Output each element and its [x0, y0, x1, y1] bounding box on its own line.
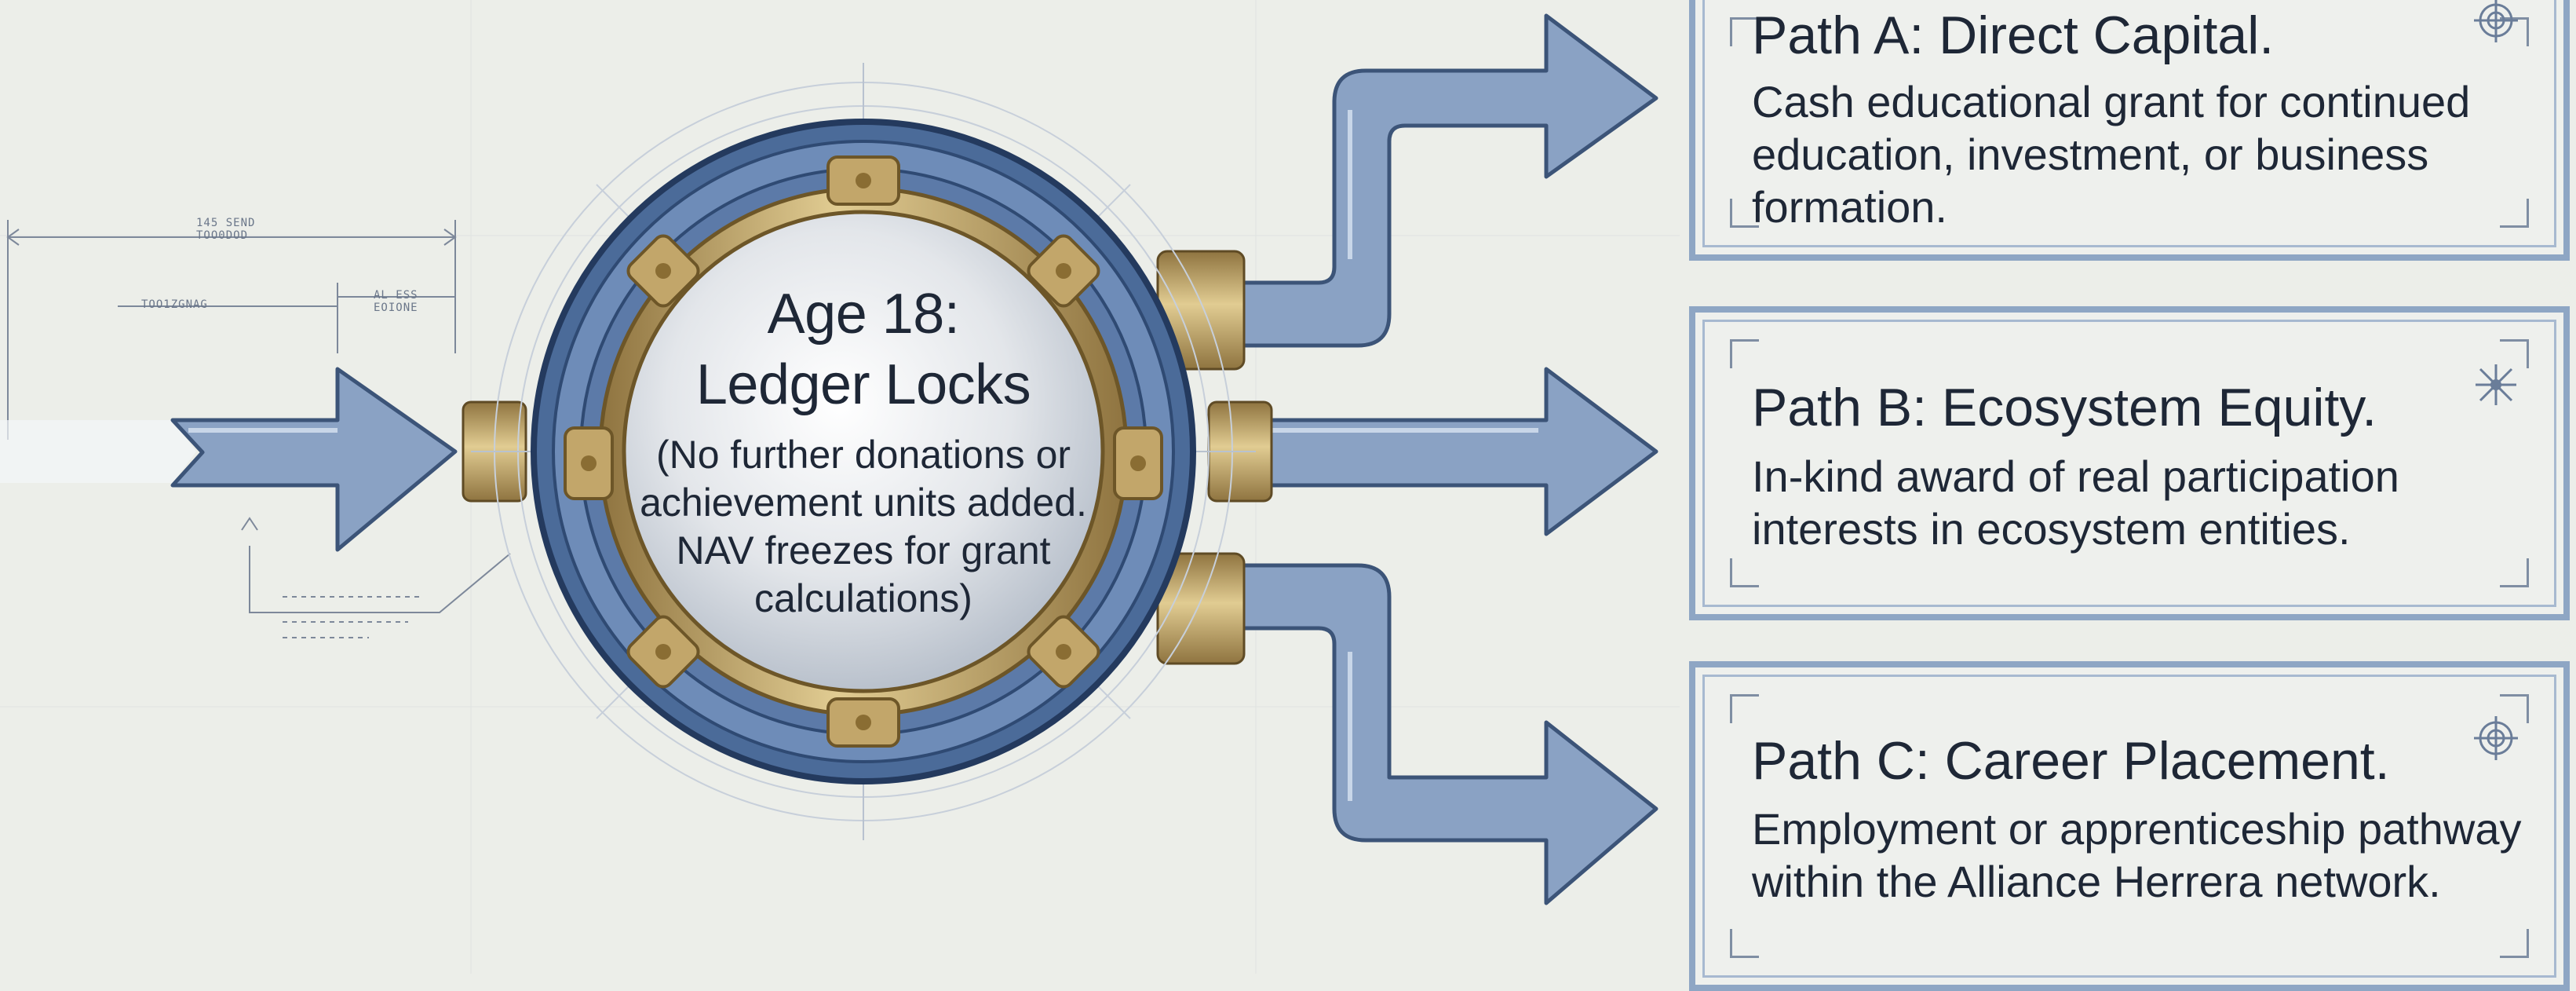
path-c-title: Path C: Career Placement.: [1752, 731, 2390, 791]
dimension-label-right: AL ESS EOIONE: [374, 289, 418, 314]
dimension-label-top: 145 SEND TOO0DOD: [196, 217, 256, 242]
path-a-body: Cash educational grant for continued edu…: [1752, 77, 2471, 232]
hub-title: Age 18: Ledger Locks: [695, 283, 1031, 416]
path-b-title: Path B: Ecosystem Equity.: [1752, 378, 2377, 437]
input-arrow: [0, 367, 458, 552]
path-card-b: Path B: Ecosystem Equity. In-kind award …: [1689, 306, 2570, 620]
path-b-body: In-kind award of real participation inte…: [1752, 452, 2399, 554]
crosshair-target-icon: [2474, 0, 2518, 42]
path-card-c: Path C: Career Placement. Employment or …: [1689, 661, 2570, 991]
hub-subtitle: (No further donations or achievement uni…: [640, 433, 1087, 620]
dimension-lines: [6, 220, 511, 638]
ledger-lock-hub: [471, 63, 1256, 840]
pipe-to-path-c: [1238, 563, 1658, 905]
path-c-body: Employment or apprenticeship pathway wit…: [1752, 804, 2522, 906]
crosshair-target-icon: [2474, 716, 2518, 760]
hub-label: Age 18: Ledger Locks (No further donatio…: [597, 279, 1130, 623]
path-card-a: Path A: Direct Capital. Cash educational…: [1689, 0, 2570, 261]
dimension-label-left: TOO1ZGNAG: [141, 298, 208, 311]
compass-star-icon: [2476, 364, 2516, 405]
pipe-to-path-b: [1238, 367, 1658, 536]
path-a-title: Path A: Direct Capital.: [1752, 5, 2275, 65]
pipe-to-path-a: [1238, 13, 1658, 348]
